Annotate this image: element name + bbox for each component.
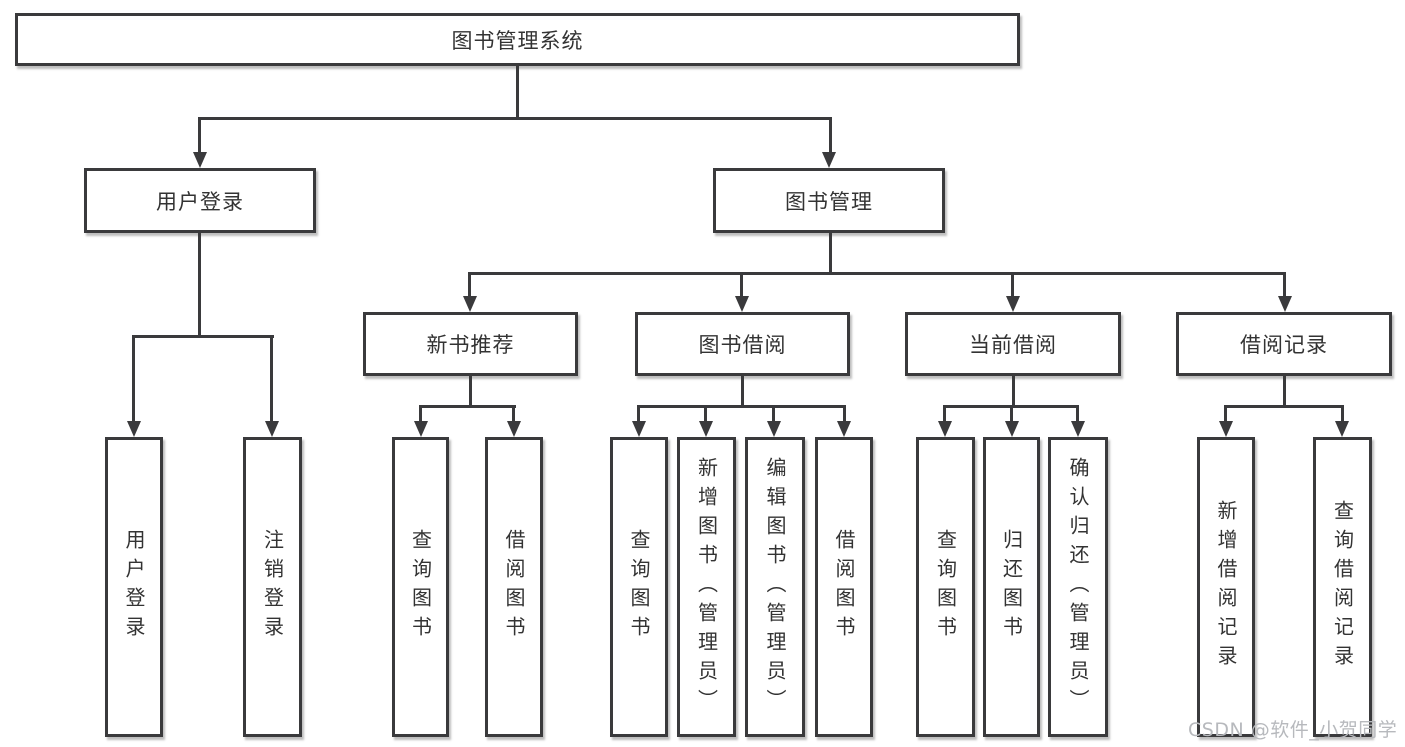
- arrow-down-icon: [1005, 421, 1019, 437]
- connector-line: [419, 405, 422, 423]
- connector-line: [741, 376, 744, 407]
- connector-line: [704, 405, 707, 423]
- connector-line: [1341, 405, 1344, 423]
- arrow-down-icon: [1278, 296, 1292, 312]
- leaf-query-books-borrowing: 查询图书: [610, 437, 668, 737]
- connector-line: [829, 117, 832, 154]
- connector-line: [468, 272, 471, 298]
- connector-line: [270, 335, 273, 423]
- leaf-query-borrow-record: 查询借阅记录: [1313, 437, 1372, 737]
- arrow-down-icon: [414, 421, 428, 437]
- connector-line: [1283, 272, 1286, 298]
- connector-line: [843, 405, 846, 423]
- connector-line: [132, 335, 135, 423]
- connector-line: [198, 117, 832, 120]
- leaf-query-books-current: 查询图书: [916, 437, 975, 737]
- arrow-down-icon: [767, 421, 781, 437]
- arrow-down-icon: [938, 421, 952, 437]
- connector-line: [1283, 376, 1286, 407]
- arrow-down-icon: [265, 421, 279, 437]
- arrow-down-icon: [1219, 421, 1233, 437]
- connector-line: [772, 405, 775, 423]
- node-book-management: 图书管理: [713, 168, 945, 233]
- connector-line: [1076, 405, 1079, 423]
- leaf-add-borrow-record: 新增借阅记录: [1197, 437, 1255, 737]
- connector-line: [132, 335, 274, 338]
- connector-line: [637, 405, 640, 423]
- arrow-down-icon: [735, 296, 749, 312]
- node-current-borrowing: 当前借阅: [905, 312, 1121, 376]
- watermark: CSDN @软件_小贺同学: [1188, 719, 1398, 741]
- connector-line: [1011, 272, 1014, 298]
- node-library-management-system: 图书管理系统: [15, 13, 1020, 66]
- arrow-down-icon: [463, 296, 477, 312]
- connector-line: [198, 117, 201, 154]
- node-book-borrowing: 图书借阅: [635, 312, 850, 376]
- connector-line: [1224, 405, 1344, 408]
- leaf-return-books: 归还图书: [983, 437, 1040, 737]
- leaf-logout: 注销登录: [243, 437, 302, 737]
- leaf-query-books-recommend: 查询图书: [392, 437, 449, 737]
- connector-line: [469, 376, 472, 407]
- leaf-add-books-admin: 新增图书（管理员）: [677, 437, 736, 737]
- connector-line: [829, 233, 832, 274]
- arrow-down-icon: [822, 152, 836, 168]
- arrow-down-icon: [632, 421, 646, 437]
- arrow-down-icon: [1006, 296, 1020, 312]
- connector-line: [468, 272, 1286, 275]
- node-new-book-recommendation: 新书推荐: [363, 312, 578, 376]
- leaf-confirm-return-admin: 确认归还（管理员）: [1048, 437, 1108, 737]
- leaf-edit-books-admin: 编辑图书（管理员）: [745, 437, 805, 737]
- arrow-down-icon: [127, 421, 141, 437]
- arrow-down-icon: [507, 421, 521, 437]
- arrow-down-icon: [1335, 421, 1349, 437]
- leaf-borrow-books-borrowing: 借阅图书: [815, 437, 873, 737]
- node-borrowing-records: 借阅记录: [1176, 312, 1392, 376]
- leaf-borrow-books-recommend: 借阅图书: [485, 437, 543, 737]
- connector-line: [198, 233, 201, 337]
- connector-line: [943, 405, 946, 423]
- arrow-down-icon: [193, 152, 207, 168]
- arrow-down-icon: [1071, 421, 1085, 437]
- node-user-login: 用户登录: [84, 168, 316, 233]
- connector-line: [512, 405, 515, 423]
- connector-line: [419, 405, 516, 408]
- connector-line: [1012, 376, 1015, 407]
- leaf-user-login: 用户登录: [105, 437, 163, 737]
- connector-line: [740, 272, 743, 298]
- arrow-down-icon: [837, 421, 851, 437]
- arrow-down-icon: [699, 421, 713, 437]
- connector-line: [637, 405, 846, 408]
- connector-line: [1010, 405, 1013, 423]
- connector-line: [1224, 405, 1227, 423]
- connector-line: [516, 64, 519, 119]
